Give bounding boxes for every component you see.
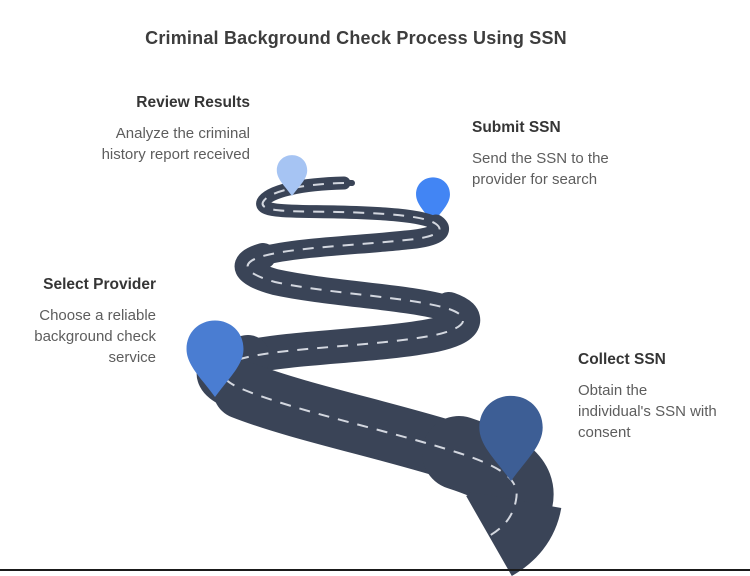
step-title: Review Results bbox=[136, 94, 250, 111]
step-review-results: Review Results Analyze the criminal hist… bbox=[92, 94, 250, 165]
map-pin-submit-ssn-icon bbox=[416, 177, 450, 223]
step-collect-ssn: Collect SSN Obtain the individual's SSN … bbox=[578, 351, 722, 443]
map-pin-select-provider-icon bbox=[186, 320, 244, 397]
step-description: Obtain the individual's SSN with consent bbox=[578, 382, 717, 441]
road-segment-8 bbox=[464, 489, 562, 576]
page-title: Criminal Background Check Process Using … bbox=[145, 28, 567, 48]
step-select-provider: Select Provider Choose a reliable backgr… bbox=[4, 276, 156, 368]
step-title: Select Provider bbox=[43, 276, 156, 293]
step-submit-ssn: Submit SSN Send the SSN to the provider … bbox=[472, 119, 627, 190]
step-description: Choose a reliable background check servi… bbox=[34, 307, 156, 366]
map-pin-collect-ssn-icon bbox=[479, 395, 543, 481]
step-description: Analyze the criminal history report rece… bbox=[101, 125, 250, 163]
step-title: Collect SSN bbox=[578, 351, 666, 368]
road-segment-4 bbox=[231, 292, 480, 374]
step-title: Submit SSN bbox=[472, 119, 561, 136]
map-pin-review-results-icon bbox=[276, 155, 308, 196]
step-description: Send the SSN to the provider for search bbox=[472, 150, 609, 188]
bottom-border-line bbox=[0, 569, 750, 571]
